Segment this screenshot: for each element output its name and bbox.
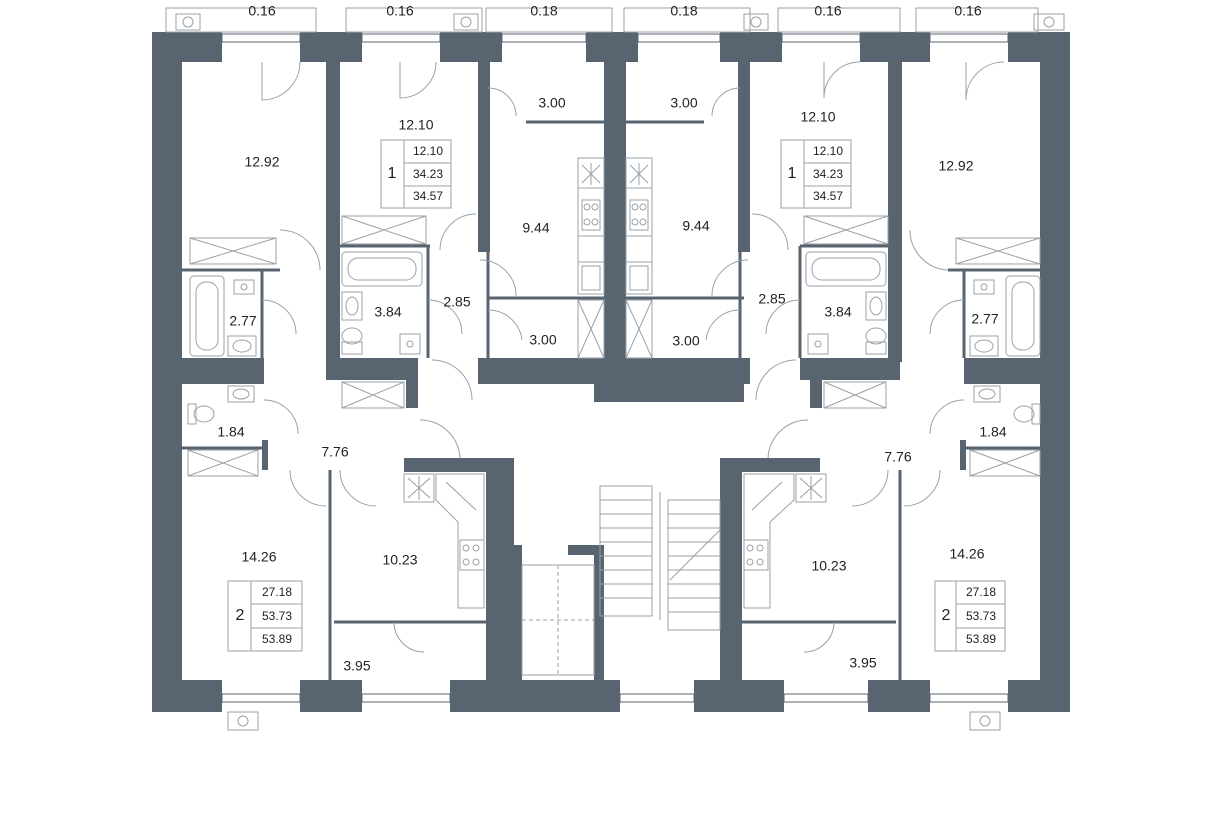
room-area-tr: 12.92 <box>938 158 973 174</box>
room-area-kitchen-l: 9.44 <box>522 220 549 236</box>
balcony-area-6: 0.16 <box>954 3 981 19</box>
balcony-area-4: 0.18 <box>670 3 697 19</box>
room-area-bed-br: 14.26 <box>949 546 984 562</box>
living-area: 27.18 <box>262 585 292 599</box>
balcony-area-2: 0.16 <box>386 3 413 19</box>
room-area-bath-r-big: 3.84 <box>824 304 851 320</box>
doors <box>261 61 1005 653</box>
room-area-hall-l: 7.76 <box>321 444 348 460</box>
room-area-bal-bl: 3.95 <box>343 658 370 674</box>
apartment-number: 1 <box>388 165 397 182</box>
total-area-with-balcony: 53.89 <box>966 632 996 646</box>
apartment-info-tr: 1 12.10 34.23 34.57 <box>780 139 852 209</box>
room-area-kitchen-r: 9.44 <box>682 218 709 234</box>
total-area: 34.23 <box>813 167 843 181</box>
windows <box>221 33 1009 703</box>
room-area-closet-tl: 3.00 <box>538 95 565 111</box>
room-area-wc-l: 1.84 <box>217 424 244 440</box>
room-area-tl: 12.92 <box>244 154 279 170</box>
partitions <box>182 120 1040 680</box>
room-area-hall-l-small: 2.85 <box>443 294 470 310</box>
room-area-bal-br: 3.95 <box>849 655 876 671</box>
apartment-number: 2 <box>942 607 951 624</box>
room-area-tl2: 12.10 <box>398 117 433 133</box>
balcony-area-5: 0.16 <box>814 3 841 19</box>
apartment-number: 1 <box>788 165 797 182</box>
room-area-hall-r-small: 2.85 <box>758 291 785 307</box>
total-area: 34.23 <box>413 167 443 181</box>
apartment-info-tl: 1 12.10 34.23 34.57 <box>380 139 452 209</box>
room-area-tr2: 12.10 <box>800 109 835 125</box>
room-labels: 12.92 12.10 3.00 3.00 12.10 12.92 9.44 9… <box>217 95 1006 674</box>
room-area-closet-tr: 3.00 <box>670 95 697 111</box>
living-area: 27.18 <box>966 585 996 599</box>
living-area: 12.10 <box>413 144 443 158</box>
room-area-wc-r: 1.84 <box>979 424 1006 440</box>
total-area-with-balcony: 34.57 <box>413 189 443 203</box>
interior-walls <box>182 62 1044 712</box>
apartment-number: 2 <box>236 607 245 624</box>
room-area-kitchen-bl: 10.23 <box>382 552 417 568</box>
total-area: 53.73 <box>262 609 292 623</box>
apartment-info-bl: 2 27.18 53.73 53.89 <box>227 580 303 652</box>
living-area: 12.10 <box>813 144 843 158</box>
room-area-bath-l-big: 3.84 <box>374 304 401 320</box>
room-area-bath-r: 2.77 <box>971 311 998 327</box>
apartment-info-br: 2 27.18 53.73 53.89 <box>934 580 1006 652</box>
total-area: 53.73 <box>966 609 996 623</box>
room-area-bath-l: 2.77 <box>229 313 256 329</box>
room-area-closet-br: 3.00 <box>672 333 699 349</box>
balcony-area-3: 0.18 <box>530 3 557 19</box>
room-area-bed-bl: 14.26 <box>241 549 276 565</box>
balcony-labels: 0.16 0.16 0.18 0.18 0.16 0.16 <box>248 3 981 19</box>
balcony-ledges <box>165 7 1065 731</box>
total-area-with-balcony: 53.89 <box>262 632 292 646</box>
balcony-area-1: 0.16 <box>248 3 275 19</box>
fixtures <box>187 157 1041 676</box>
room-area-kitchen-br: 10.23 <box>811 558 846 574</box>
total-area-with-balcony: 34.57 <box>813 189 843 203</box>
room-area-closet-bl: 3.00 <box>529 332 556 348</box>
room-area-hall-r: 7.76 <box>884 449 911 465</box>
